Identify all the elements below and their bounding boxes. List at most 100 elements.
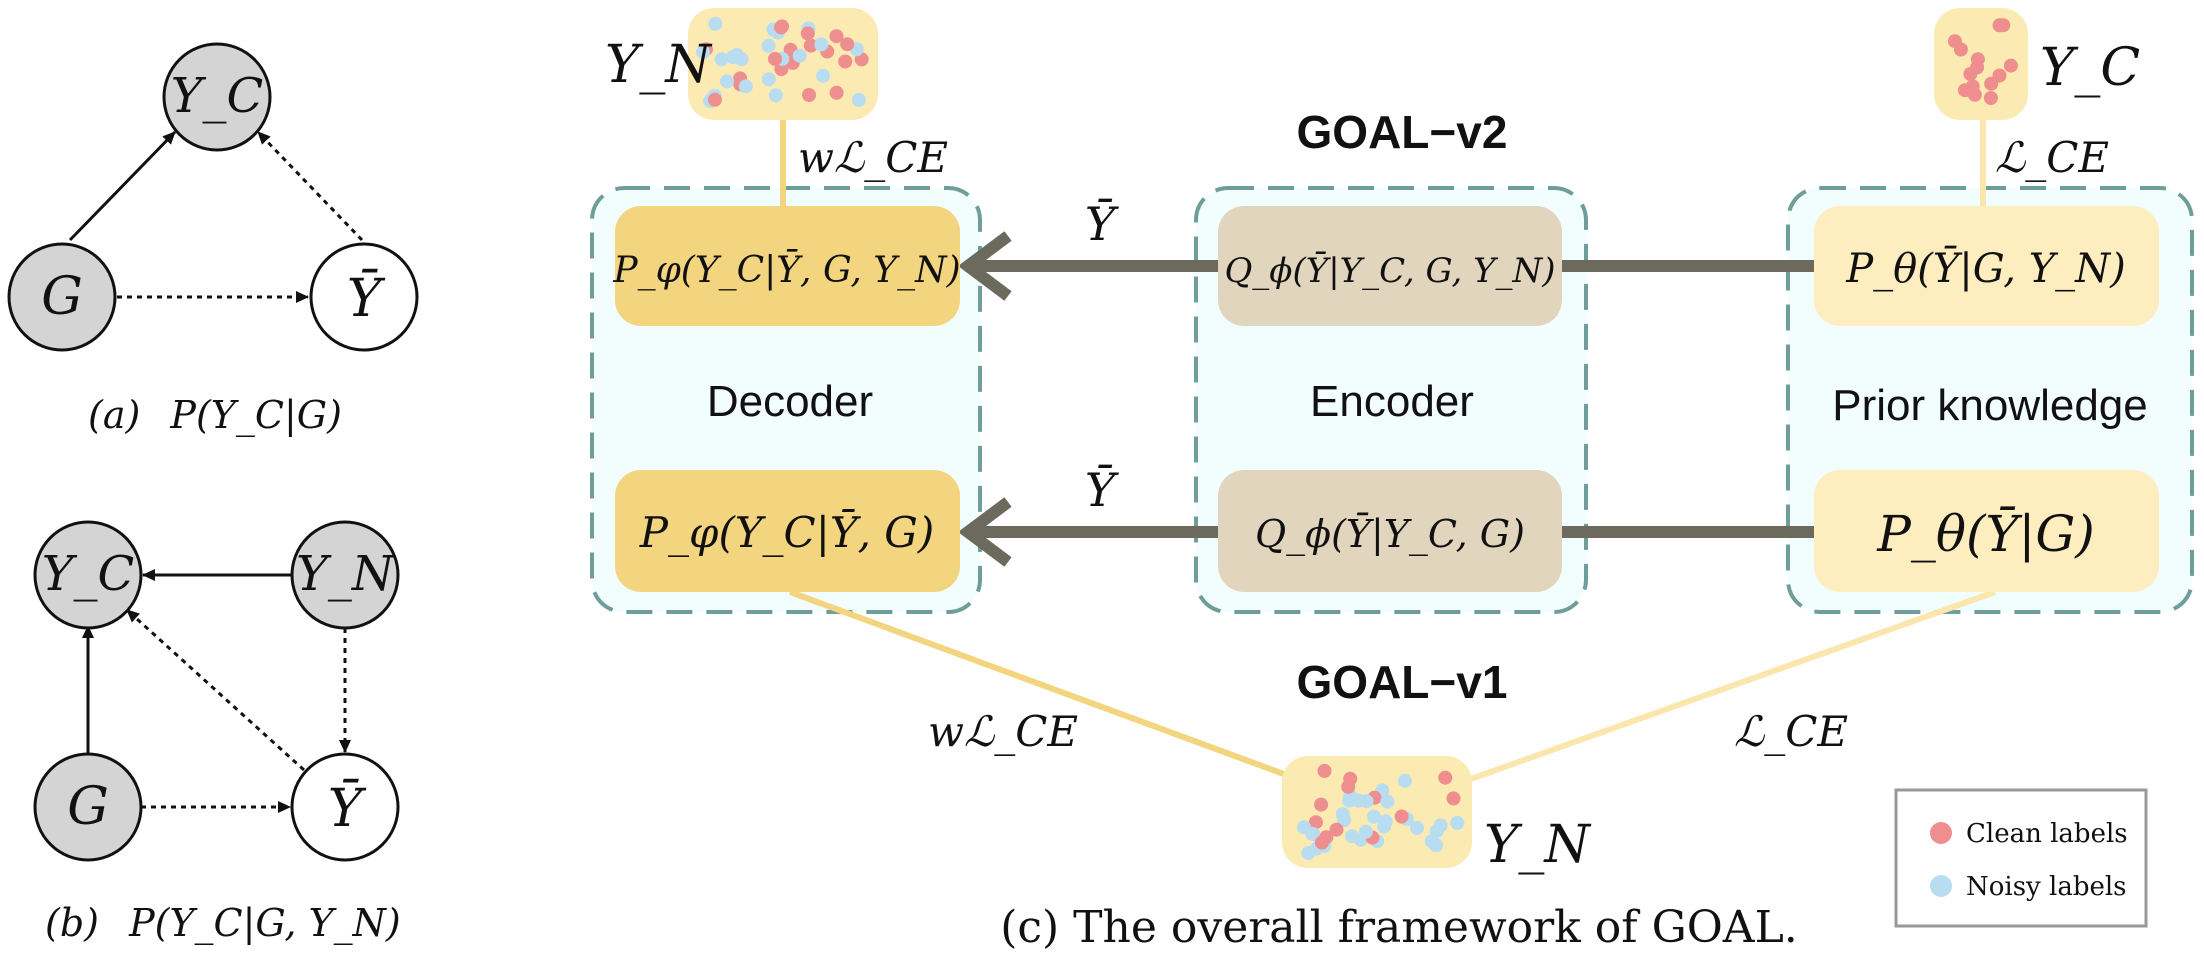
panel-c: Ȳ Ȳ GOAL−v2 GOAL−v1 Decoder Encoder Prio… (590, 8, 2194, 953)
loss-top-left: wℒ_CE (798, 133, 948, 182)
noisy-label-dot (738, 79, 753, 94)
loss-bottom-right: ℒ_CE (1734, 707, 1848, 756)
noisy-label-dot (851, 92, 866, 107)
edge-ybar-to-yc (125, 608, 306, 772)
noisy-label-dot (1335, 807, 1350, 822)
noisy-label-dot (1301, 845, 1316, 860)
clean-label-dot (802, 88, 816, 102)
edge-ybar-to-yc (256, 130, 364, 242)
noisy-label-dot (761, 72, 776, 87)
node-g: G (33, 752, 143, 862)
caption-b: (b) P(Y_C|G, Y_N) (45, 901, 401, 946)
dots-top-left (696, 16, 869, 108)
node-label: Ȳ (328, 779, 367, 839)
svg-text:Y_C: Y_C (171, 68, 263, 124)
encoder-box-v2: Q_ϕ(Ȳ|Y_C, G, Y_N) (1218, 206, 1562, 326)
arrowhead-v2 (958, 231, 1012, 301)
caption-a-formula: P(Y_C|G) (169, 393, 342, 438)
edge-g-to-yc (68, 130, 177, 242)
label-set-bottom-name: Y_N (1484, 815, 1591, 875)
svg-text:Ȳ: Ȳ (347, 269, 386, 329)
noisy-label-dot (1359, 794, 1374, 809)
clean-label-dot (707, 92, 722, 107)
encoder-formula-v1: Q_ϕ(Ȳ|Y_C, G) (1255, 512, 1525, 557)
node-label: Ȳ (347, 269, 386, 329)
prior-box-v2: P_θ(Ȳ|G, Y_N) (1814, 206, 2159, 326)
decoder-formula-v2: P_φ(Y_C|Ȳ, G, Y_N) (612, 250, 960, 291)
clean-label-dot (829, 85, 844, 100)
svg-text:Ȳ: Ȳ (328, 779, 367, 839)
clean-label-dot (774, 62, 789, 77)
clean-label-dot (838, 54, 853, 69)
caption-a-label: (a) (88, 393, 140, 437)
node-g: G (7, 242, 117, 352)
node-label: G (67, 777, 109, 837)
title-goal-v2: GOAL−v2 (1297, 106, 1508, 158)
clean-label-dot (1996, 18, 2011, 33)
noisy-label-dot (816, 68, 831, 83)
clean-label-dot (1438, 770, 1453, 785)
prior-box-v1: P_θ(Ȳ|G) (1814, 470, 2159, 592)
panel-b: Y_C Y_N G Ȳ (b) P(Y_C|G, Y_N) (33, 520, 401, 946)
prior-label: Prior knowledge (1832, 381, 2148, 430)
clean-label-dot (1965, 79, 1980, 94)
node-label: G (41, 267, 83, 327)
noisy-label-dot (768, 88, 783, 103)
noisy-label-dot (814, 37, 829, 52)
noisy-label-dot (1378, 814, 1393, 829)
clean-label-dot (1314, 835, 1329, 850)
caption-a: (a) P(Y_C|G) (88, 393, 342, 438)
clean-label-dot (1953, 42, 1968, 57)
label-set-top-left-name: Y_N (605, 35, 712, 95)
caption-b-label: (b) (45, 901, 99, 945)
connector-bottom-right-loss (1466, 589, 1997, 783)
clean-dot-icon (1930, 822, 1952, 844)
noisy-label-dot (720, 74, 734, 89)
noisy-label-dot (1358, 824, 1373, 839)
noisy-label-dot (761, 38, 776, 53)
clean-label-dot (1308, 815, 1323, 830)
clean-label-dot (1970, 60, 1985, 75)
prior-formula-v2: P_θ(Ȳ|G, Y_N) (1845, 246, 2125, 292)
noisy-label-dot (1398, 773, 1412, 788)
noisy-label-dot (1410, 820, 1424, 835)
node-yc: Y_C (162, 42, 272, 152)
noisy-label-dot (1367, 809, 1381, 824)
node-label: Y_C (42, 546, 134, 602)
svg-text:G: G (41, 267, 83, 327)
encoder-box-v1: Q_ϕ(Ȳ|Y_C, G) (1218, 470, 1562, 592)
decoder-label: Decoder (707, 377, 873, 426)
noisy-label-dot (1429, 838, 1444, 853)
node-ybar: Ȳ (309, 242, 419, 352)
noisy-label-dot (1429, 824, 1444, 839)
clean-label-dot (1446, 791, 1461, 806)
loss-top-right: ℒ_CE (1995, 133, 2109, 182)
svg-text:Y_C: Y_C (42, 546, 134, 602)
svg-text:Y_N: Y_N (296, 546, 396, 602)
noisy-label-dot (708, 16, 723, 31)
encoder-label: Encoder (1310, 377, 1474, 426)
clean-label-dot (1394, 809, 1409, 824)
decoder-formula-v1: P_φ(Y_C|Ȳ, G) (639, 508, 934, 557)
clean-label-dot (1314, 797, 1329, 812)
title-goal-v1: GOAL−v1 (1297, 656, 1508, 708)
clean-label-dot (774, 20, 789, 35)
panel-a: Y_C G Ȳ (a) P(Y_C|G) (7, 42, 419, 438)
noisy-label-dot (729, 48, 744, 63)
node-ybar: Ȳ (290, 752, 400, 862)
noisy-label-dot (714, 52, 729, 67)
clean-label-dot (768, 51, 782, 66)
noisy-label-dot (1380, 794, 1395, 809)
svg-text:G: G (67, 777, 109, 837)
clean-label-dot (1992, 68, 2007, 83)
clean-label-dot (829, 29, 844, 44)
arrow-label-v2: Ȳ (1085, 197, 1120, 251)
clean-label-dot (840, 37, 855, 52)
clean-label-dot (1329, 822, 1344, 837)
noisy-label-dot (1450, 815, 1465, 830)
clean-label-dot (1317, 763, 1332, 778)
node-yn: Y_N (290, 520, 400, 630)
arrow-label-v1: Ȳ (1085, 463, 1120, 517)
legend-frame (1894, 788, 2148, 928)
node-yc: Y_C (33, 520, 143, 630)
